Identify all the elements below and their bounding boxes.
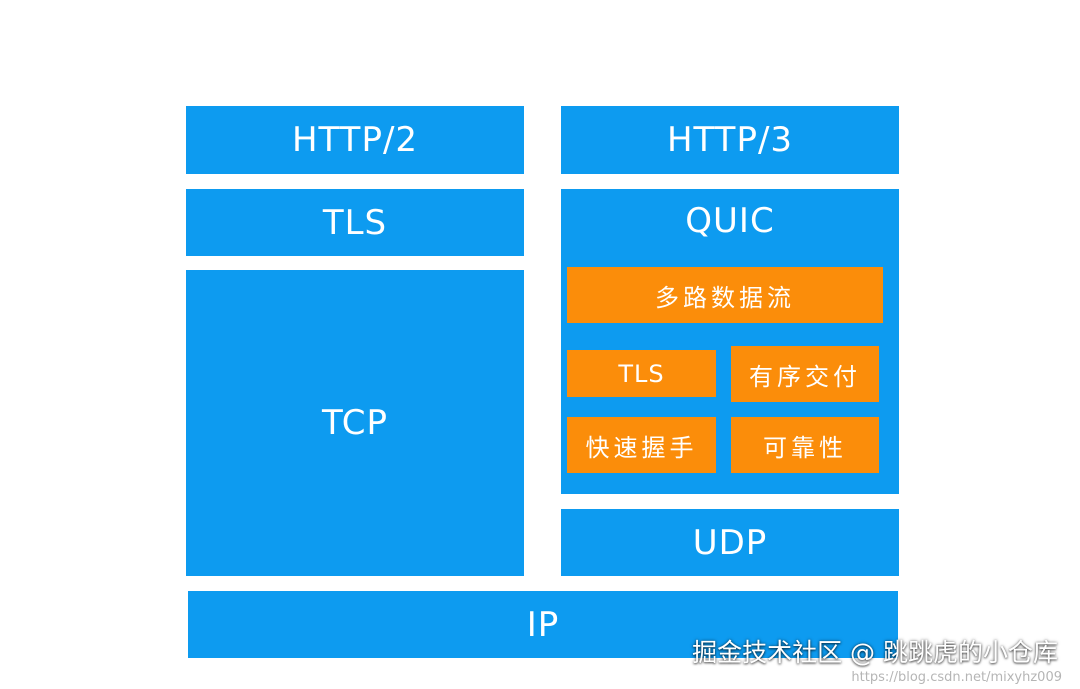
fast-handshake-block: 快速握手 — [567, 417, 716, 473]
udp-label: UDP — [692, 522, 768, 563]
watermark-text: 掘金技术社区 @ 跳跳虎的小仓库 — [692, 638, 1058, 667]
quic-label: QUIC — [685, 201, 775, 241]
ip-layer: IP — [188, 591, 898, 658]
http3-label: HTTP/3 — [666, 120, 794, 160]
http3-layer: HTTP/3 — [561, 106, 899, 174]
watermark-url: https://blog.csdn.net/mixyhz009 — [851, 670, 1062, 685]
reliability-block: 可靠性 — [731, 417, 879, 473]
multiplex-streams-label: 多路数据流 — [655, 283, 795, 312]
ordered-delivery-label: 有序交付 — [749, 362, 861, 391]
quic-layer: QUIC 多路数据流 TLS 有序交付 快速握手 可靠性 — [561, 189, 899, 494]
udp-layer: UDP — [561, 509, 899, 576]
reliability-label: 可靠性 — [763, 433, 847, 462]
http2-layer: HTTP/2 — [186, 106, 524, 174]
multiplex-streams-block: 多路数据流 — [567, 267, 883, 323]
tcp-layer: TCP — [186, 270, 524, 576]
ordered-delivery-block: 有序交付 — [731, 346, 879, 402]
tcp-label: TCP — [321, 403, 389, 443]
http2-label: HTTP/2 — [291, 120, 419, 160]
fast-handshake-label: 快速握手 — [585, 433, 698, 462]
tls-label: TLS — [322, 202, 388, 243]
ip-label: IP — [526, 604, 560, 645]
quic-tls-block: TLS — [567, 350, 716, 397]
tls-layer: TLS — [186, 189, 524, 256]
quic-tls-label: TLS — [618, 359, 665, 388]
